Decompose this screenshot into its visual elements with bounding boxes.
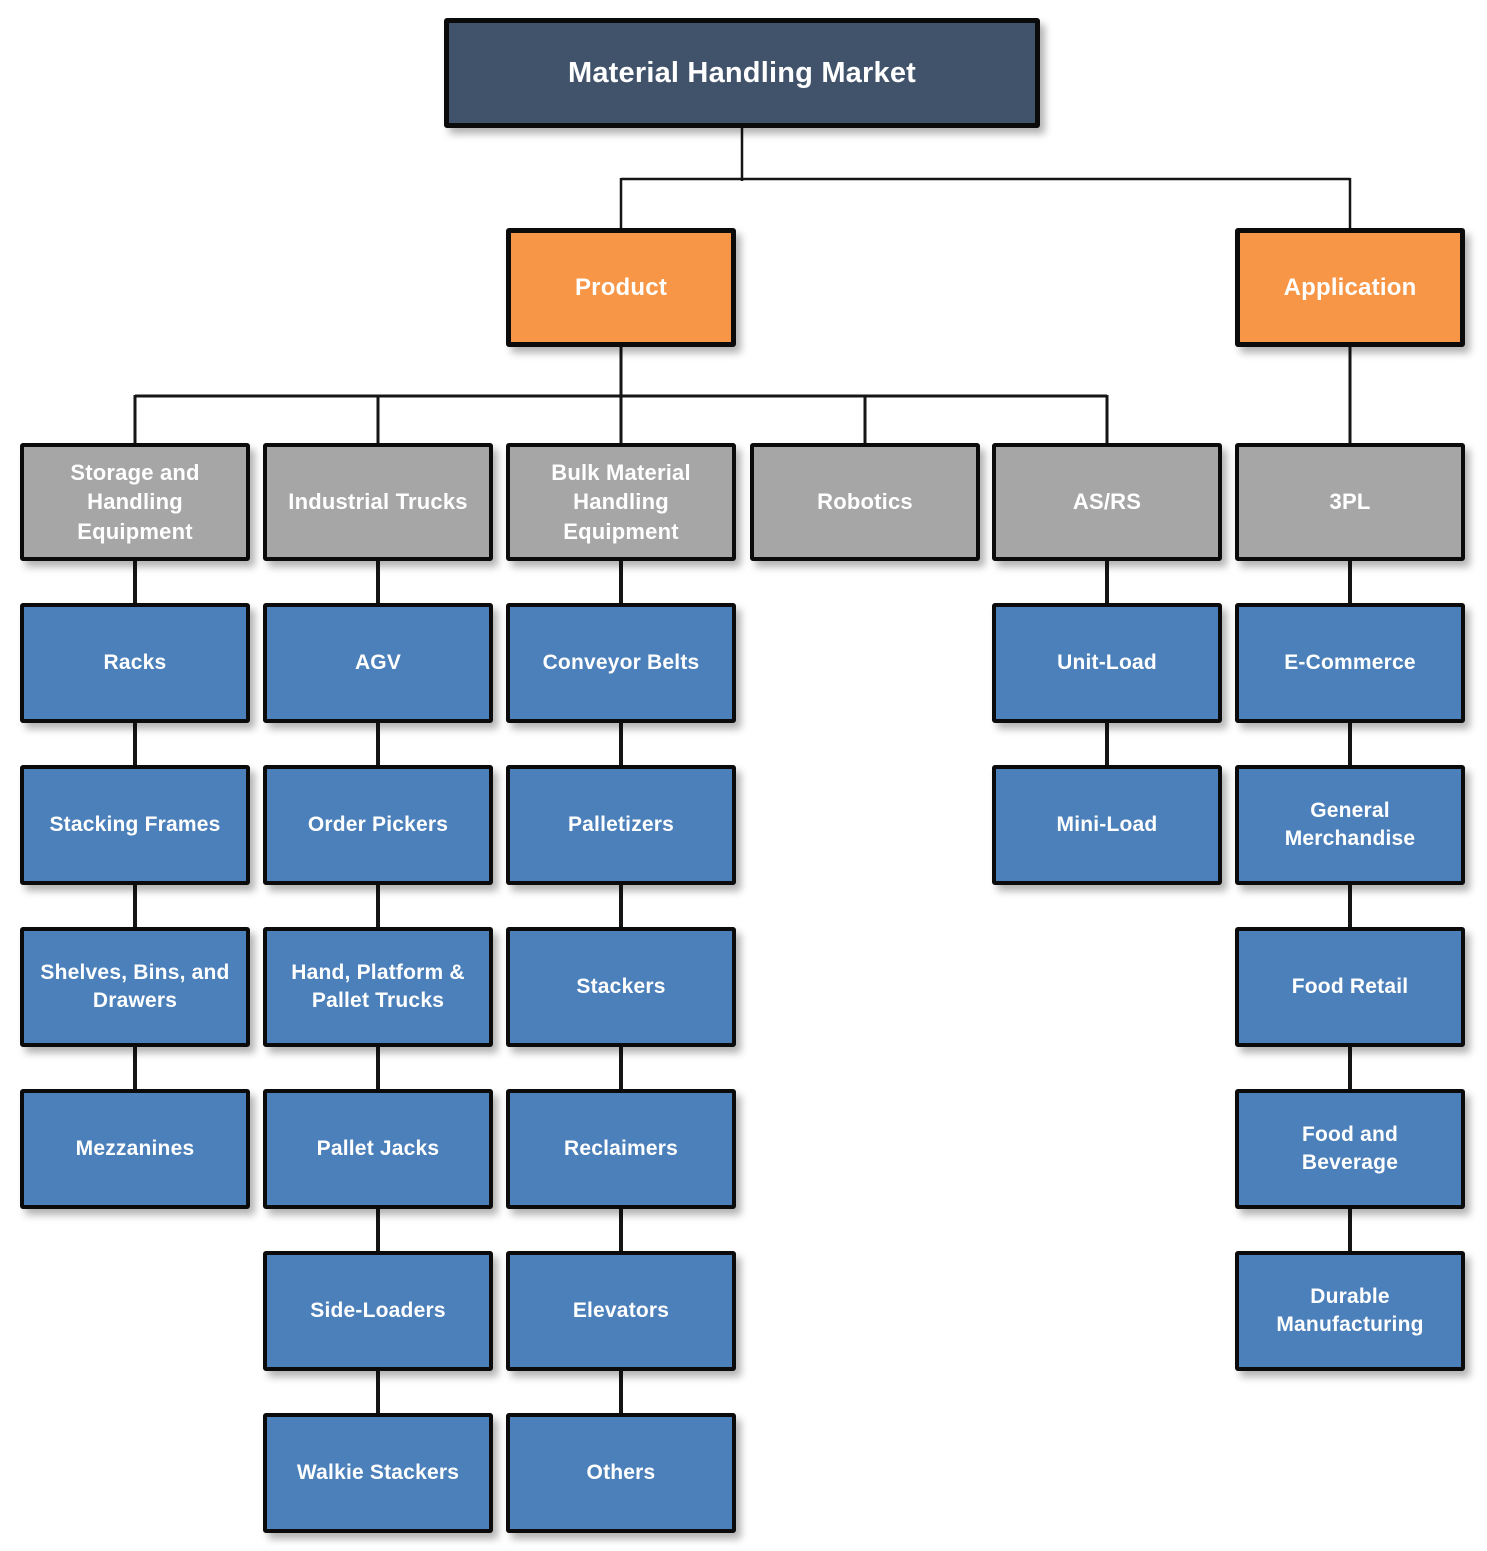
node-storage-and-handling-equipment: Storage and Handling Equipment (20, 443, 250, 561)
node-agv: AGV (263, 603, 493, 723)
node-stacking-frames: Stacking Frames (20, 765, 250, 885)
node-unit-load: Unit-Load (992, 603, 1222, 723)
node-durable-manufacturing: Durable Manufacturing (1235, 1251, 1465, 1371)
node-bulk-material-handling-equipment: Bulk Material Handling Equipment (506, 443, 736, 561)
connector-root-bus (619, 126, 1352, 230)
node-application: Application (1235, 228, 1465, 347)
node-as-rs: AS/RS (992, 443, 1222, 561)
node-industrial-trucks: Industrial Trucks (263, 443, 493, 561)
node-side-loaders: Side-Loaders (263, 1251, 493, 1371)
connector-product-bus (133, 345, 1352, 445)
node-3pl: 3PL (1235, 443, 1465, 561)
node-mini-load: Mini-Load (992, 765, 1222, 885)
node-palletizers: Palletizers (506, 765, 736, 885)
node-shelves-bins-and-drawers: Shelves, Bins, and Drawers (20, 927, 250, 1047)
node-racks: Racks (20, 603, 250, 723)
node-conveyor-belts: Conveyor Belts (506, 603, 736, 723)
node-stackers: Stackers (506, 927, 736, 1047)
node-material-handling-market: Material Handling Market (444, 18, 1040, 128)
node-robotics: Robotics (750, 443, 980, 561)
node-food-retail: Food Retail (1235, 927, 1465, 1047)
node-product: Product (506, 228, 736, 347)
node-others: Others (506, 1413, 736, 1533)
node-walkie-stackers: Walkie Stackers (263, 1413, 493, 1533)
node-e-commerce: E-Commerce (1235, 603, 1465, 723)
node-elevators: Elevators (506, 1251, 736, 1371)
node-pallet-jacks: Pallet Jacks (263, 1089, 493, 1209)
node-hand-platform-pallet-trucks: Hand, Platform & Pallet Trucks (263, 927, 493, 1047)
node-reclaimers: Reclaimers (506, 1089, 736, 1209)
node-order-pickers: Order Pickers (263, 765, 493, 885)
node-food-and-beverage: Food and Beverage (1235, 1089, 1465, 1209)
node-mezzanines: Mezzanines (20, 1089, 250, 1209)
node-general-merchandise: General Merchandise (1235, 765, 1465, 885)
